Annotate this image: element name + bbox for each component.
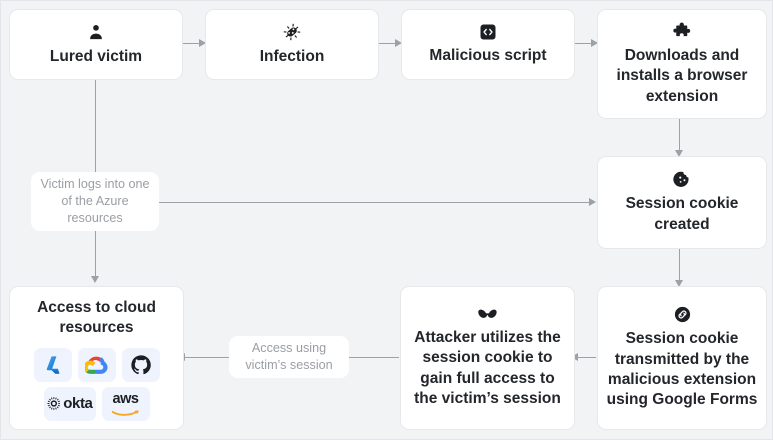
aws-wordmark: aws bbox=[112, 391, 139, 408]
arrowhead-lured-to-infection bbox=[199, 39, 206, 47]
person-icon bbox=[86, 22, 106, 42]
connector-lured-to-infection bbox=[183, 43, 201, 45]
node-browser-extension[interactable]: Downloads and installs a browser extensi… bbox=[597, 9, 767, 119]
cloud-logo-grid: okta aws bbox=[33, 347, 160, 421]
connector-lured-to-login-label bbox=[95, 80, 97, 172]
node-label: Malicious script bbox=[429, 46, 547, 64]
code-icon bbox=[479, 23, 497, 41]
connector-cookie-created-to-transmitted bbox=[679, 249, 681, 285]
node-label: Lured victim bbox=[49, 47, 143, 65]
connector-infection-to-script bbox=[379, 43, 397, 45]
arrowhead-extension-to-cookie bbox=[675, 150, 683, 157]
github-icon[interactable] bbox=[121, 347, 160, 382]
node-session-cookie-created[interactable]: Session cookie created bbox=[597, 156, 767, 249]
azure-icon[interactable] bbox=[33, 347, 72, 382]
puzzle-piece-icon bbox=[672, 21, 692, 41]
node-attacker-utilizes[interactable]: Attacker utilizes the session cookie to … bbox=[400, 286, 575, 430]
virus-icon bbox=[282, 22, 302, 42]
node-infection[interactable]: Infection bbox=[205, 9, 379, 80]
arrowhead-cookie-created-to-transmitted bbox=[675, 280, 683, 287]
arrowhead-login-label-to-session-cookie bbox=[589, 198, 596, 206]
arrowhead-script-to-extension bbox=[591, 39, 598, 47]
node-label: Session cookie created bbox=[625, 195, 739, 233]
cookie-icon bbox=[672, 170, 692, 189]
arrowhead-infection-to-script bbox=[395, 39, 402, 47]
node-cookie-transmitted[interactable]: Session cookie transmitted by the malici… bbox=[597, 286, 767, 430]
connector-attacker-to-access-label bbox=[349, 357, 399, 359]
link-circle-icon bbox=[673, 305, 692, 324]
arrowhead-login-label-to-cloud bbox=[91, 276, 99, 283]
connector-access-label-to-cloud bbox=[183, 357, 229, 359]
edge-label-victim-logs-in: Victim logs into one of the Azure resour… bbox=[31, 172, 159, 231]
node-label: Infection bbox=[259, 47, 325, 65]
connector-script-to-extension bbox=[575, 43, 593, 45]
node-label: Downloads and installs a browser extensi… bbox=[616, 46, 748, 105]
cloud-logo-row-1 bbox=[33, 347, 160, 382]
aws-icon[interactable]: aws bbox=[101, 386, 150, 421]
node-label: Session cookie transmitted by the malici… bbox=[606, 330, 758, 409]
connector-extension-to-cookie bbox=[679, 119, 681, 155]
edge-label-text: Victim logs into one of the Azure resour… bbox=[40, 177, 150, 225]
node-label: Attacker utilizes the session cookie to … bbox=[414, 328, 561, 407]
okta-icon[interactable]: okta bbox=[43, 386, 96, 421]
connector-transmitted-to-attacker bbox=[576, 357, 596, 359]
connector-login-label-to-cloud bbox=[95, 231, 97, 281]
aws-smile-icon bbox=[111, 410, 139, 416]
edge-label-access-using-session: Access using victim’s session bbox=[229, 336, 349, 378]
connector-login-label-to-session-cookie bbox=[159, 202, 591, 204]
node-access-cloud-resources[interactable]: Access to cloud resources bbox=[9, 286, 184, 430]
edge-label-text: Access using victim’s session bbox=[245, 341, 333, 372]
node-malicious-script[interactable]: Malicious script bbox=[401, 9, 575, 80]
google-cloud-icon[interactable] bbox=[77, 347, 116, 382]
okta-wordmark: okta bbox=[63, 395, 93, 412]
cloud-logo-row-2: okta aws bbox=[43, 386, 150, 421]
node-label: Access to cloud resources bbox=[37, 299, 156, 337]
mask-icon bbox=[477, 307, 499, 323]
node-lured-victim[interactable]: Lured victim bbox=[9, 9, 183, 80]
